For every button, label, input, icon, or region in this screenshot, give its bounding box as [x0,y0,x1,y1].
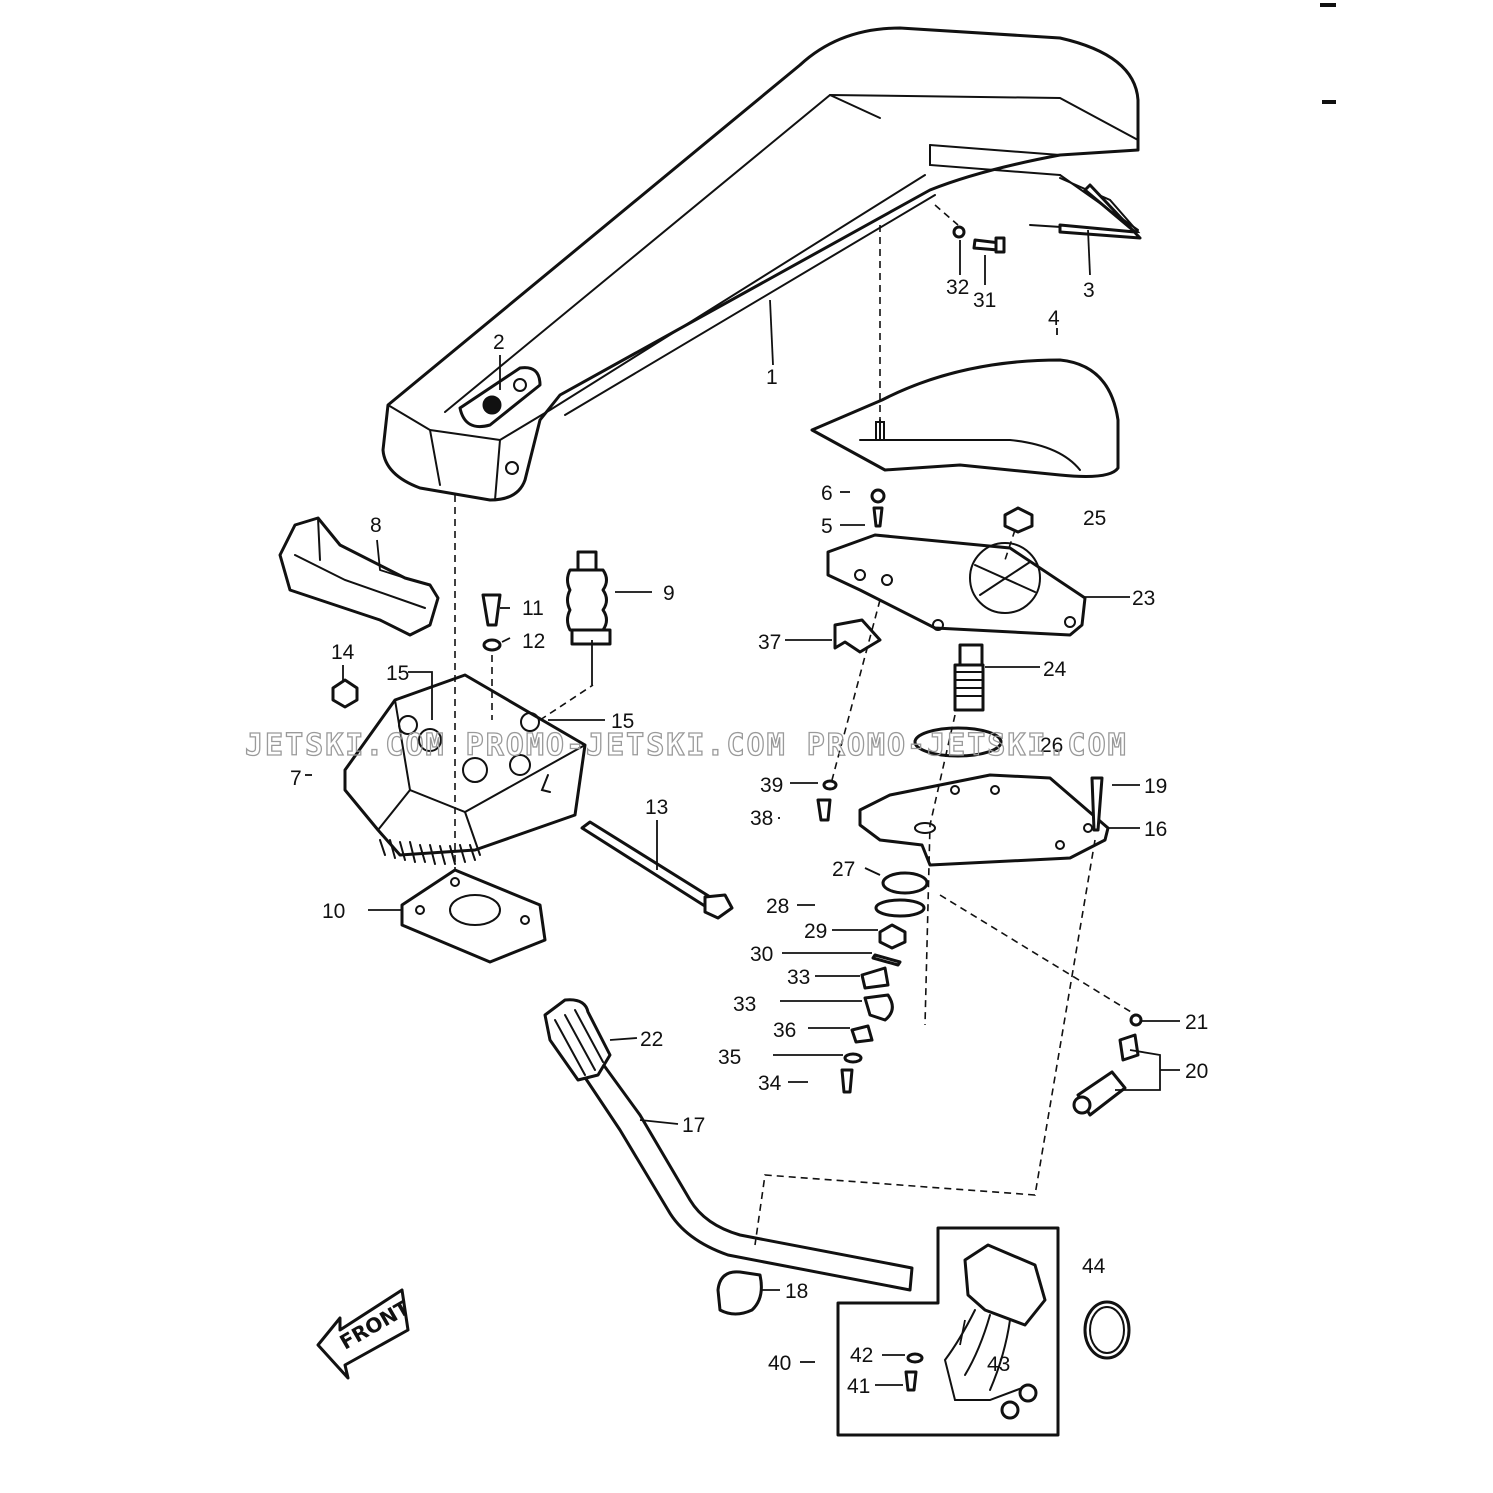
clamp-part-33b [863,993,894,1022]
label-part-44: 44 [1082,1255,1106,1278]
bolt-part-31 [972,236,1006,254]
clamp-part-33a [860,966,890,990]
label-part-23: 23 [1132,587,1155,610]
switch-part-20 [1072,1033,1140,1117]
strap-part-3 [1058,183,1142,240]
label-part-21: 21 [1185,1011,1208,1034]
clamp-part-18 [716,1270,763,1316]
gasket-part-26 [913,726,1003,758]
label-part-6: 6 [821,482,833,505]
label-part-4: 4 [1048,307,1060,330]
band-part-44 [1083,1300,1131,1360]
label-part-15a: 15 [386,662,409,685]
label-part-16: 16 [1144,818,1167,841]
label-part-22: 22 [640,1028,663,1051]
label-part-35: 35 [718,1046,741,1069]
base-part-10 [400,868,547,964]
handlebar-part-17 [578,1058,914,1292]
label-part-24: 24 [1043,658,1067,681]
label-part-25: 25 [1083,507,1106,530]
label-part-8: 8 [370,514,382,537]
label-part-37: 37 [758,631,781,654]
label-part-27: 27 [832,858,855,881]
callouts: 1 2 3 4 5 6 7 8 9 10 11 12 13 14 15 15 1… [290,276,1208,1398]
label-part-31: 31 [973,289,996,312]
label-part-42: 42 [850,1344,873,1367]
label-part-3: 3 [1083,279,1095,302]
label-part-15b: 15 [611,710,634,733]
label-part-36: 36 [773,1019,796,1042]
leader-lines [305,229,1180,1386]
label-part-33b: 33 [733,993,756,1016]
label-part-12: 12 [522,630,545,653]
label-part-11: 11 [522,597,544,620]
screw-part-38 [816,798,832,822]
pin-part-30 [871,953,902,967]
washer-part-39 [822,779,838,791]
label-part-13: 13 [645,796,668,819]
clip-part-36 [850,1024,874,1044]
nut-part-29 [878,923,907,950]
washer-part-35 [843,1052,863,1064]
label-part-29: 29 [804,920,827,943]
module-box-part-40 [836,1226,1060,1437]
label-part-43: 43 [987,1353,1010,1376]
screw-part-41 [904,1370,918,1392]
label-part-40: 40 [768,1352,791,1375]
clip-part-37 [833,618,882,654]
corner-mark-mid [1322,100,1336,104]
label-part-39: 39 [760,774,783,797]
label-part-28: 28 [766,895,789,918]
label-part-14: 14 [331,641,355,664]
label-part-9: 9 [663,582,675,605]
bolt-part-13 [580,820,734,920]
bolt-part-19 [1090,776,1104,832]
label-part-30: 30 [750,943,773,966]
label-part-19: 19 [1144,775,1167,798]
label-part-17: 17 [682,1114,705,1137]
corner-mark-top [1320,3,1336,7]
assembly-lines [454,204,1137,1246]
label-part-32: 32 [946,276,969,299]
label-part-5: 5 [821,515,833,538]
washer-part-42 [906,1352,924,1364]
washer-part-12 [482,638,502,652]
front-arrow: FRONT [316,1288,414,1380]
nut-part-25 [1003,506,1034,534]
bushing-part-27 [881,871,929,895]
washer-part-32 [952,225,966,239]
label-part-18: 18 [785,1280,808,1303]
bracket-part-7 [343,673,587,865]
label-part-38: 38 [750,807,773,830]
bellows-part-9 [566,550,612,646]
label-part-1: 1 [766,366,778,389]
label-part-20: 20 [1185,1060,1208,1083]
cover-part-4 [810,358,1120,478]
label-part-7: 7 [290,767,302,790]
label-part-26: 26 [1040,734,1063,757]
screw-part-5 [872,506,884,528]
base-plate-part-16 [858,773,1110,867]
screw-part-34 [840,1068,854,1094]
washer-part-28 [874,898,926,918]
washer-part-6 [870,488,886,504]
pad-part-8 [278,516,440,637]
label-part-41: 41 [847,1375,870,1398]
grip-part-22 [543,998,612,1082]
bolt-part-11 [481,593,502,627]
pivot-plate-part-23 [826,533,1087,637]
label-part-34: 34 [758,1072,782,1095]
label-part-33a: 33 [787,966,810,989]
watermark: JETSKI.COM PROMO-JETSKI.COM PROMO-JETSKI… [245,728,1128,763]
stud-part-24 [953,643,985,712]
clip-part-21 [1129,1013,1143,1027]
label-part-2: 2 [493,331,505,354]
label-part-10: 10 [322,900,345,923]
nut-part-14 [331,678,359,709]
